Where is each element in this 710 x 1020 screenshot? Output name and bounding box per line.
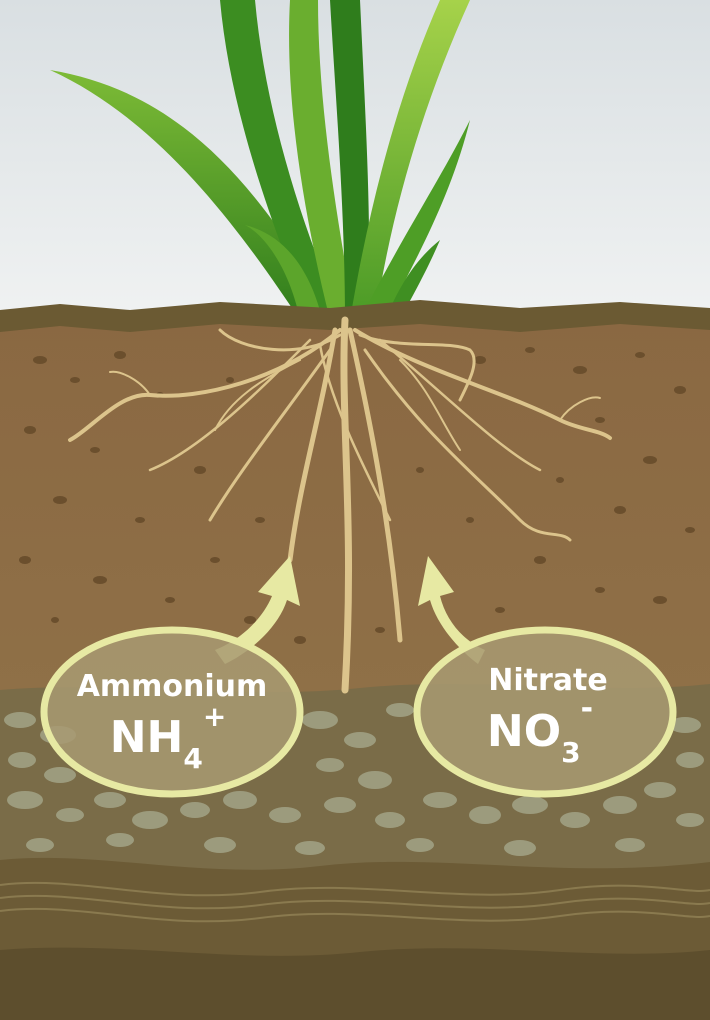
nitrate-formula-subscript: 3 bbox=[561, 736, 580, 769]
ammonium-formula-subscript: 4 bbox=[183, 742, 202, 775]
nitrate-formula-base: NO bbox=[487, 706, 561, 757]
ammonium-name: Ammonium bbox=[77, 669, 268, 704]
ammonium-formula-charge: + bbox=[203, 700, 226, 733]
ammonium-label: Ammonium NH4+ bbox=[44, 630, 300, 794]
bedrock-layer bbox=[0, 948, 710, 1020]
nitrate-label: Nitrate NO3- bbox=[417, 630, 673, 794]
nitrate-formula-charge: - bbox=[581, 691, 593, 726]
ammonium-formula-base: NH bbox=[110, 712, 184, 763]
